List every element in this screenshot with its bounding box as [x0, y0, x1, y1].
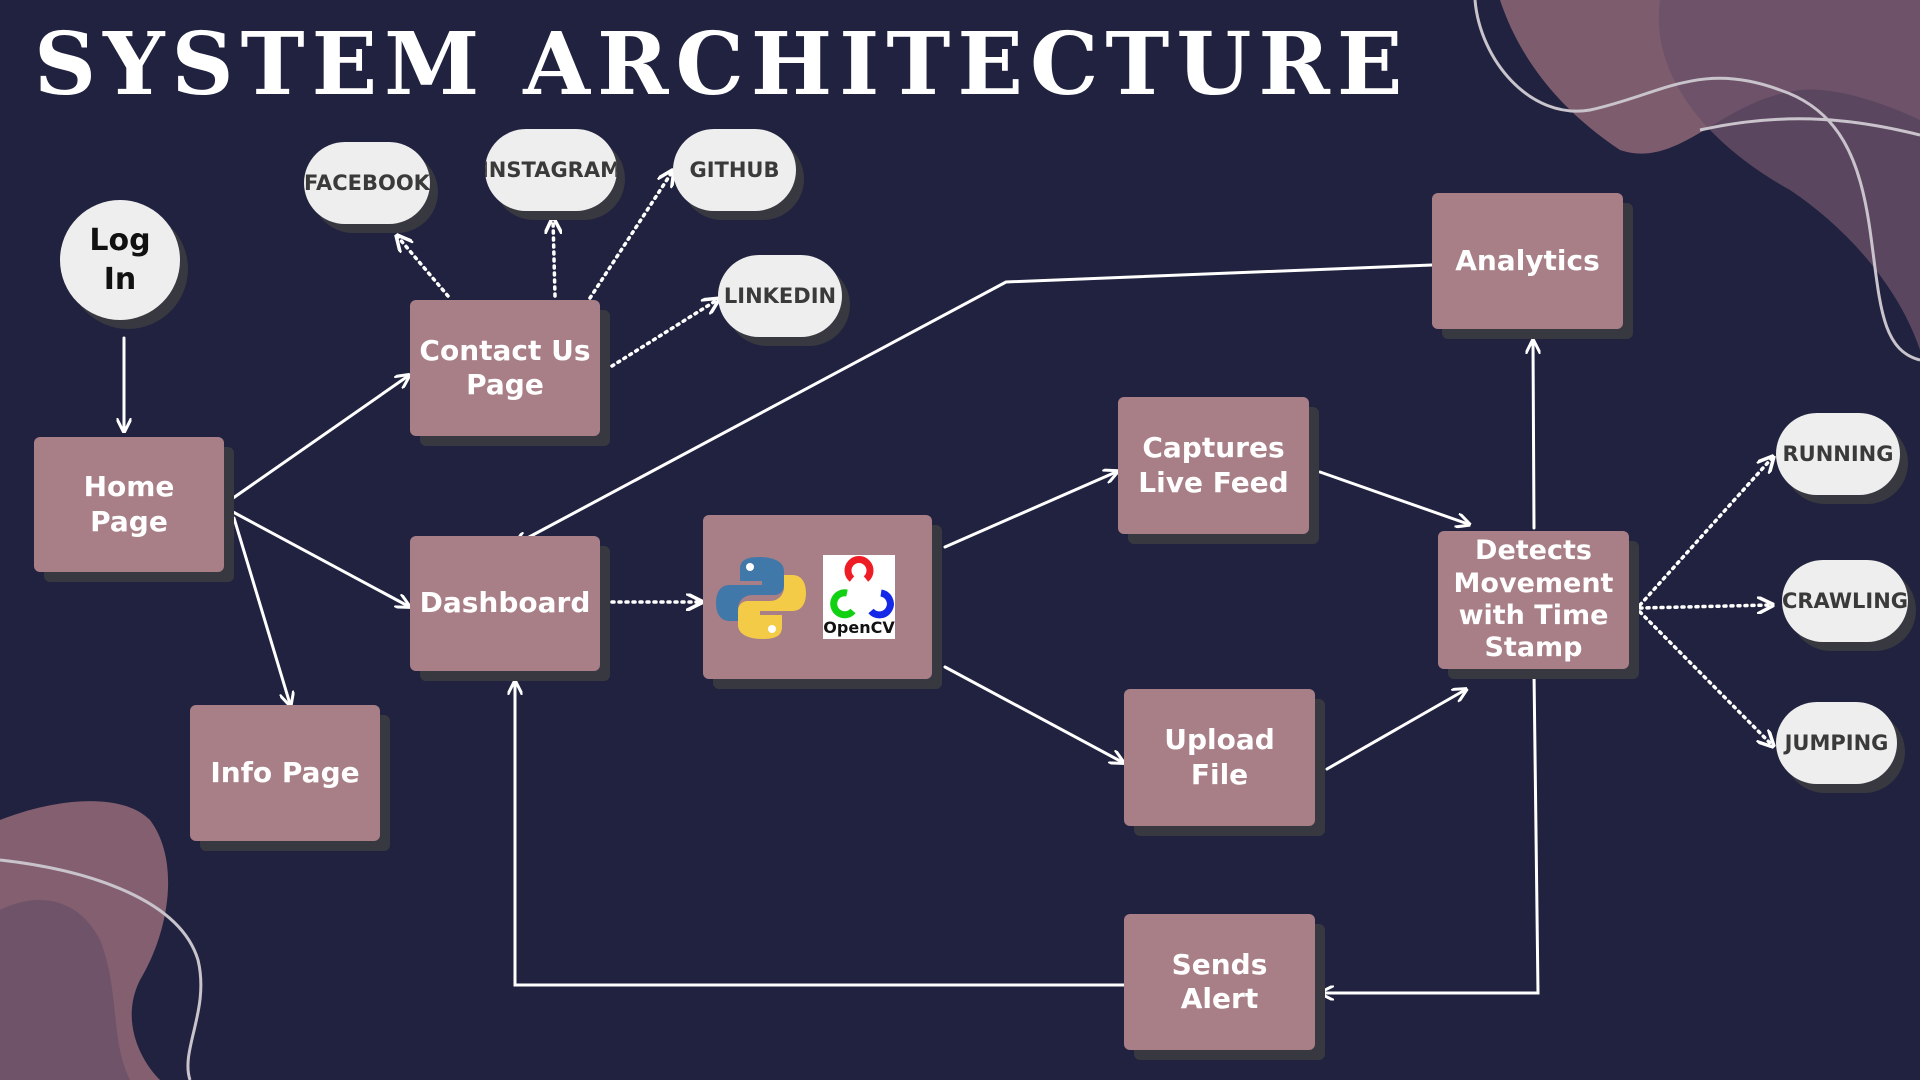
deco-curve-top-right	[1473, 0, 1920, 362]
node-running: RUNNING	[1776, 413, 1900, 495]
node-linkedin-label: LINKEDIN	[723, 284, 837, 308]
edge-home-to-dashboard	[231, 510, 408, 606]
node-log-in-label: Log In	[89, 223, 151, 297]
deco-blob-bottom-left-2	[0, 900, 130, 1080]
edge-captures-to-detects	[1318, 470, 1468, 524]
opencv-logo-icon: OpenCV	[823, 555, 895, 641]
edge-detects-to-jumping	[1638, 610, 1772, 745]
node-github: GITHUB	[673, 129, 796, 211]
node-jumping-label: JUMPING	[1784, 731, 1889, 755]
node-jumping: JUMPING	[1776, 702, 1897, 784]
node-dashboard: Dashboard	[410, 536, 600, 671]
node-detects-movement: Detects Movement with Time Stamp	[1438, 531, 1629, 669]
opencv-rings-svg	[830, 556, 894, 619]
opencv-logo-box: OpenCV	[823, 555, 895, 639]
edge-tools-to-upload	[943, 665, 1122, 762]
node-running-label: RUNNING	[1782, 442, 1894, 466]
node-github-label: GITHUB	[689, 158, 780, 182]
edge-tools-to-captures	[943, 472, 1116, 549]
node-crawling-label: CRAWLING	[1782, 589, 1908, 613]
edge-home-to-info	[232, 516, 290, 704]
opencv-logo-label: OpenCV	[823, 618, 895, 637]
deco-curve-bottom-left	[0, 858, 203, 1080]
edge-contact-to-github	[588, 172, 672, 300]
python-logo-svg	[716, 557, 806, 639]
node-linkedin: LINKEDIN	[718, 255, 842, 337]
node-sends-alert: Sends Alert	[1124, 914, 1315, 1050]
node-facebook-label: FACEBOOK	[304, 171, 430, 195]
python-logo-icon	[716, 555, 806, 641]
node-facebook: FACEBOOK	[304, 142, 430, 224]
node-captures-live-feed: Captures Live Feed	[1118, 397, 1309, 534]
node-home-page: Home Page	[34, 437, 224, 572]
edge-contact-to-instagram	[553, 220, 555, 298]
node-instagram-label: INSTAGRAM	[485, 158, 617, 182]
edge-contact-to-facebook	[398, 237, 450, 298]
edge-contact-to-linkedin	[610, 300, 717, 368]
node-analytics-label: Analytics	[1455, 243, 1600, 277]
node-info-page: Info Page	[190, 705, 380, 841]
node-upload-file-label: Upload File	[1164, 723, 1275, 791]
edge-detects-to-analytics	[1533, 342, 1534, 530]
page-title: SYSTEM ARCHITECTURE	[34, 14, 1410, 115]
edge-home-to-contact	[224, 376, 408, 505]
node-home-page-label: Home Page	[83, 470, 175, 538]
edge-upload-to-detects	[1325, 690, 1465, 771]
deco-curve-top-right-2	[1699, 117, 1920, 137]
edge-detects-to-crawling	[1638, 605, 1771, 608]
node-captures-live-feed-label: Captures Live Feed	[1138, 431, 1289, 499]
node-dashboard-label: Dashboard	[419, 586, 591, 620]
edge-detects-to-running	[1638, 458, 1772, 607]
node-contact-us-page-label: Contact Us Page	[419, 333, 591, 401]
deco-blob-top-right-2	[1658, 0, 1920, 350]
node-analytics: Analytics	[1432, 193, 1623, 329]
node-sends-alert-label: Sends Alert	[1171, 947, 1268, 1015]
node-log-in: Log In	[60, 200, 180, 320]
edge-sends-alert-to-dashboard	[515, 683, 1126, 987]
node-upload-file: Upload File	[1124, 689, 1315, 826]
node-detects-movement-label: Detects Movement with Time Stamp	[1453, 535, 1614, 664]
node-contact-us-page: Contact Us Page	[410, 300, 600, 436]
node-crawling: CRAWLING	[1782, 560, 1908, 642]
node-info-page-label: Info Page	[210, 755, 360, 789]
node-instagram: INSTAGRAM	[485, 129, 617, 211]
edge-analytics-to-dashboard	[516, 263, 1434, 544]
edge-detects-to-sends-alert	[1322, 670, 1540, 993]
